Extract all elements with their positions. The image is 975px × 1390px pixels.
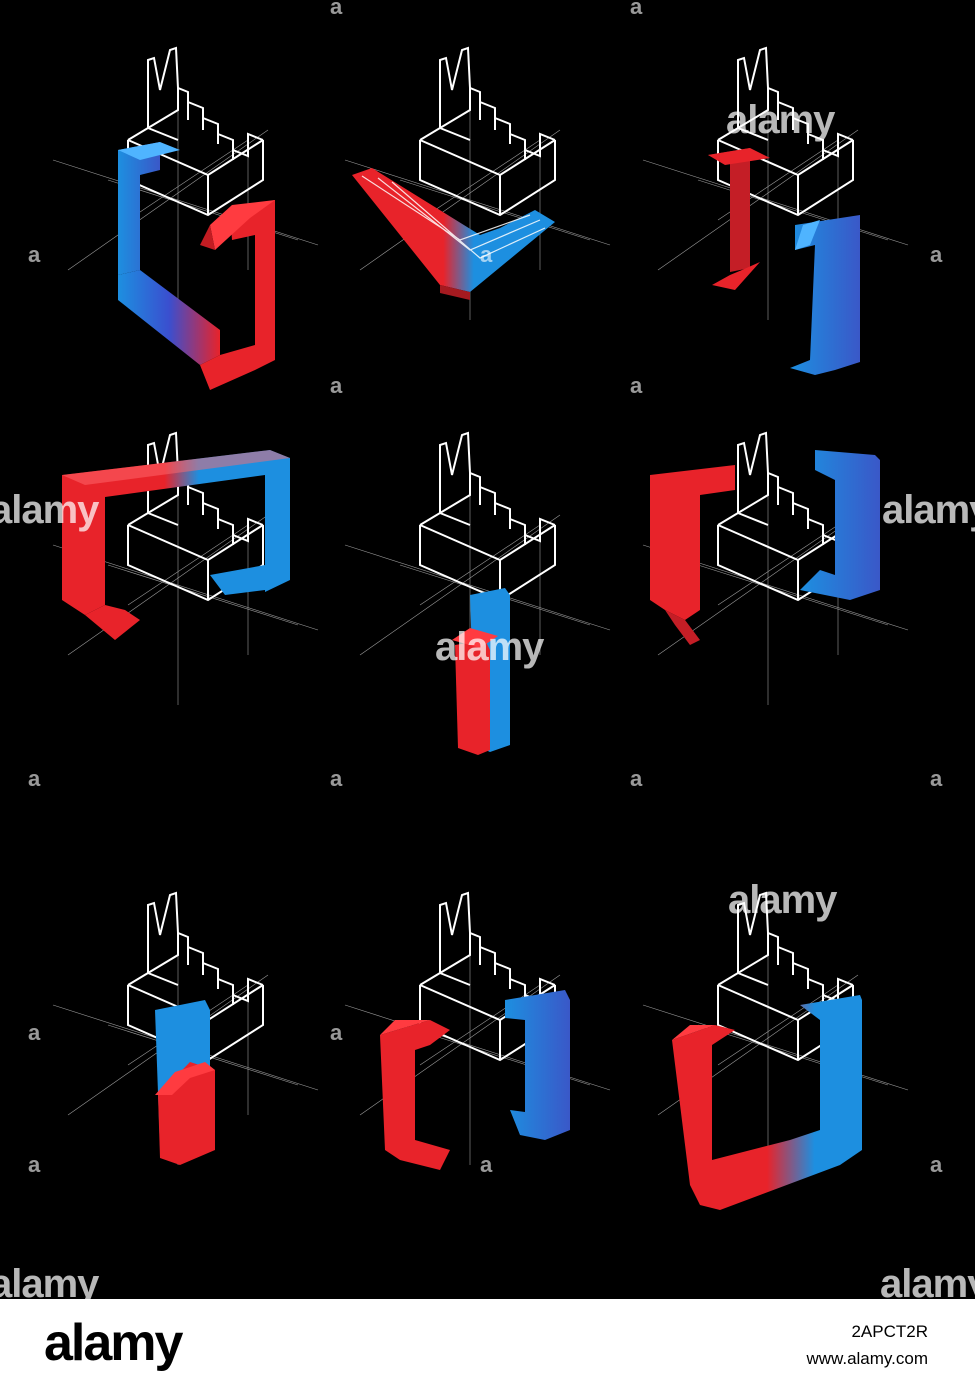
cold-channel (790, 215, 860, 375)
diagram-sheet: alamy alamy alamy alamy alamy alamy alam… (0, 0, 975, 1299)
diagram-split-in-out (642, 47, 909, 375)
hot-channel (650, 465, 735, 620)
diagram-single-shaft-small (52, 892, 319, 1166)
watermark-letter: a (630, 0, 643, 19)
diagram-overhead-split (642, 432, 909, 706)
hot-shaft (455, 640, 490, 755)
site-url: www.alamy.com (806, 1349, 928, 1368)
cold-channel (800, 450, 880, 600)
overhead-channel (62, 450, 290, 615)
diagram-floor-coil (344, 47, 611, 321)
hot-channel (230, 200, 275, 370)
image-id: 2APCT2R (851, 1322, 928, 1341)
factory-heat-flow-diagrams (52, 47, 909, 1210)
watermark-text: alamy (882, 488, 975, 532)
watermark-text: alamy (435, 625, 544, 669)
cold-channel (118, 142, 160, 275)
watermark-text: alamy (880, 1262, 975, 1299)
diagram-single-shaft (344, 432, 611, 755)
watermark-letter: a (330, 0, 343, 19)
diagram-overhead-loop (52, 432, 319, 706)
cold-channel (505, 990, 570, 1140)
watermark-letter: a (28, 242, 41, 267)
watermark-letter: a (330, 1020, 343, 1045)
floor-coil (352, 168, 555, 292)
watermark-text: alamy (0, 1262, 99, 1299)
watermark-letter: a (330, 373, 343, 398)
watermark-letter: a (28, 1020, 41, 1045)
watermark-text: alamy (726, 98, 835, 142)
diagram-loop-vertical (52, 47, 319, 390)
watermark-letter: a (480, 1152, 493, 1177)
hot-channel (708, 148, 750, 272)
diagram-loop-open (642, 892, 909, 1210)
watermark-text: alamy (0, 488, 99, 532)
watermark-letter: a (480, 242, 493, 267)
watermark-text: alamy (728, 878, 837, 922)
loop-channel (672, 995, 862, 1210)
watermark-letter: a (330, 766, 343, 791)
diagram-split-open (344, 892, 611, 1170)
watermark-letter: a (630, 373, 643, 398)
watermark-letter: a (630, 766, 643, 791)
watermark-letter: a (930, 1152, 943, 1177)
watermark-letter: a (930, 766, 943, 791)
watermark-letter: a (28, 1152, 41, 1177)
footer-bar: alamy 2APCT2R www.alamy.com (0, 1299, 975, 1390)
hot-channel (380, 1020, 450, 1170)
alamy-logo: alamy (44, 1314, 183, 1372)
watermark-letter: a (930, 242, 943, 267)
watermark-letter: a (28, 766, 41, 791)
